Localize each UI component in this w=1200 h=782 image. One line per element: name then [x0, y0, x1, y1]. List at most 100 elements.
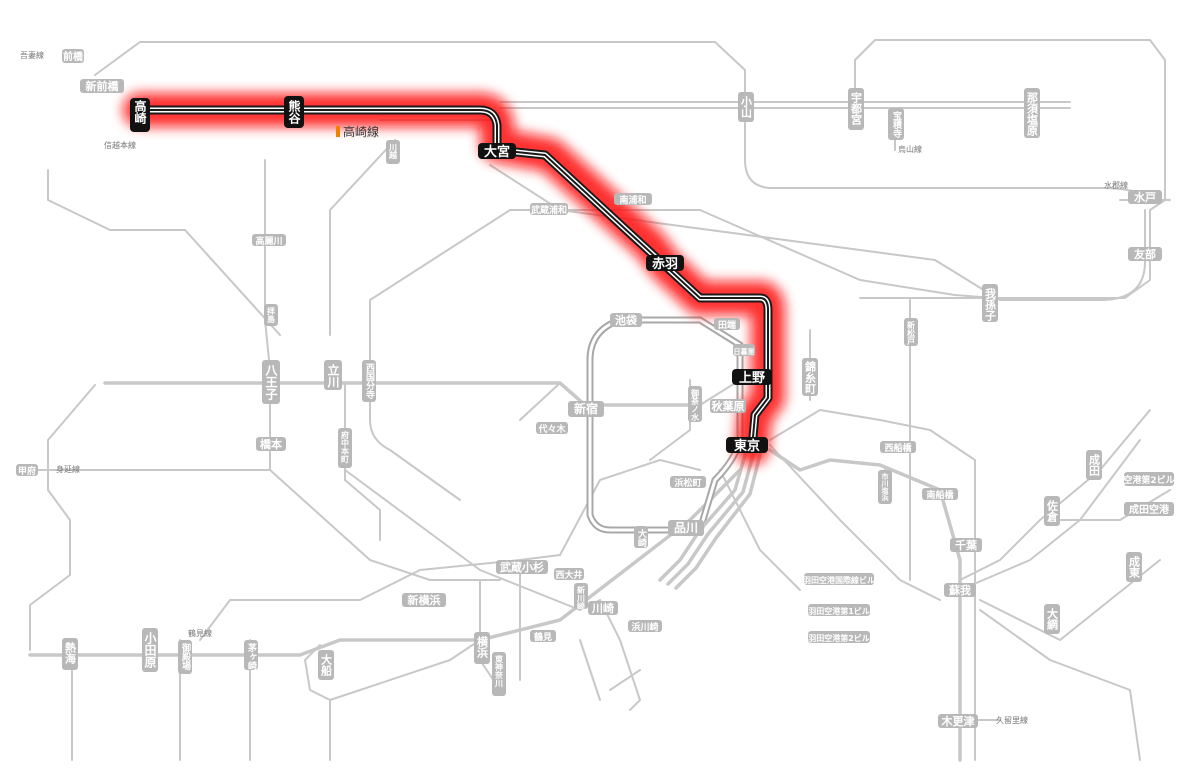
- route-station-tokyo[interactable]: 東京: [726, 437, 768, 454]
- station-haneda-t2[interactable]: 羽田空港第2ビル: [808, 631, 870, 643]
- station-label: 大網: [1046, 607, 1059, 631]
- route-station-omiya[interactable]: 大宮: [478, 143, 516, 160]
- station-tomobe[interactable]: 友部: [1128, 247, 1162, 261]
- route-station-takasaki[interactable]: 高崎: [130, 98, 150, 132]
- station-komagawa[interactable]: 高麗川: [252, 234, 286, 247]
- station-oami[interactable]: 大網: [1044, 604, 1060, 634]
- highlighted-route: [123, 93, 785, 465]
- station-minamifunabashi[interactable]: 南船橋: [922, 488, 958, 501]
- station-label: 代々木: [537, 423, 566, 435]
- station-naruto[interactable]: 成東: [1126, 552, 1142, 582]
- station-label: 赤羽: [652, 256, 678, 272]
- station-chigasaki[interactable]: 茅ヶ崎: [244, 640, 258, 671]
- station-hashimoto[interactable]: 橋本: [256, 437, 286, 451]
- station-label: 那須塩原: [1026, 92, 1040, 137]
- station-hamakawasaki[interactable]: 浜川崎: [628, 620, 662, 633]
- station-atami[interactable]: 熱海: [62, 638, 78, 670]
- station-ochanomizu[interactable]: 御茶ノ水: [688, 386, 702, 422]
- station-oyama[interactable]: 小山: [738, 92, 754, 122]
- station-label: 小山: [740, 95, 754, 119]
- station-shinkawasaki[interactable]: 新川崎: [574, 583, 588, 611]
- station-tsurumi[interactable]: 鶴見: [530, 630, 556, 643]
- station-nishifunabashi[interactable]: 西船橋: [880, 441, 916, 454]
- station-narita[interactable]: 成田: [1086, 450, 1102, 480]
- station-label: 空港第2ビル: [1123, 474, 1174, 486]
- station-soga[interactable]: 蘇我: [944, 583, 976, 597]
- station-gotemba[interactable]: 御殿場: [178, 640, 192, 674]
- station-label: 新宿: [574, 401, 598, 416]
- station-label: 秋葉原: [712, 399, 745, 413]
- station-label: 橋本: [260, 437, 282, 451]
- station-hoshakuji[interactable]: 宝積寺: [888, 108, 904, 140]
- station-akihabara[interactable]: 秋葉原: [710, 399, 746, 413]
- station-haneda-term[interactable]: 羽田空港国際線ビル: [803, 573, 875, 585]
- station-kawasaki[interactable]: 川崎: [588, 601, 618, 615]
- station-label: 立川: [326, 363, 340, 388]
- station-kofu[interactable]: 甲府: [16, 464, 38, 477]
- station-label: 成田: [1088, 453, 1101, 477]
- station-label: 日暮里: [734, 347, 755, 356]
- station-chiba[interactable]: 千葉: [950, 538, 982, 552]
- station-yokohama[interactable]: 横浜: [474, 632, 490, 664]
- station-label: 大船: [320, 653, 333, 677]
- station-label: 田端: [718, 319, 736, 331]
- station-osaki[interactable]: 大崎: [634, 526, 648, 548]
- station-ikebukuro[interactable]: 池袋: [610, 313, 642, 327]
- station-musashikosugi[interactable]: 武蔵小杉: [496, 560, 548, 574]
- station-label: 木更津: [941, 714, 975, 728]
- station-nishioi[interactable]: 西大井: [554, 568, 584, 581]
- station-kisarazu[interactable]: 木更津: [938, 714, 978, 728]
- station-tachikawa[interactable]: 立川: [324, 360, 342, 390]
- station-label: 新前橋: [86, 79, 120, 93]
- station-label: 上野: [739, 371, 765, 386]
- station-shinagawa[interactable]: 品川: [668, 520, 704, 536]
- station-nasushiobara[interactable]: 那須塩原: [1024, 88, 1040, 138]
- station-mito[interactable]: 水戸: [1128, 190, 1162, 204]
- station-haneda-t1[interactable]: 羽田空港第1ビル: [808, 604, 870, 616]
- station-shinmatsudo[interactable]: 新松戸: [904, 318, 918, 346]
- station-label: 川越: [388, 143, 398, 160]
- station-label: 西大井: [555, 569, 582, 581]
- station-label: 羽田空港国際線ビル: [803, 575, 875, 585]
- station-label: 成田空港: [1129, 503, 1170, 516]
- label-karasuyama: 烏山線: [898, 144, 922, 154]
- route-station-akabane[interactable]: 赤羽: [646, 255, 684, 272]
- station-hachioji[interactable]: 八王子: [262, 360, 280, 404]
- station-label: 千葉: [955, 538, 978, 552]
- station-shinyokohama[interactable]: 新横浜: [402, 593, 446, 607]
- station-minamiurawa[interactable]: 南浦和: [614, 193, 652, 206]
- station-shinmaebashi[interactable]: 新前橋: [80, 79, 124, 93]
- station-kinshicho[interactable]: 錦糸町: [802, 358, 818, 396]
- station-label: 高麗川: [255, 235, 282, 247]
- station-sakura[interactable]: 佐倉: [1044, 496, 1060, 526]
- station-utsunomiya[interactable]: 宇都宮: [848, 88, 864, 130]
- station-label: 新松戸: [907, 320, 916, 346]
- station-airport2[interactable]: 空港第2ビル: [1123, 472, 1175, 486]
- station-nishikokubunji[interactable]: 西国分寺: [362, 360, 376, 402]
- station-naritaairport[interactable]: 成田空港: [1124, 502, 1174, 516]
- station-odawara[interactable]: 小田原: [142, 628, 158, 672]
- route-station-ueno[interactable]: 上野: [732, 369, 772, 386]
- station-ichikawashiohama[interactable]: 市川塩浜: [878, 470, 892, 504]
- station-haijima[interactable]: 拝島: [264, 304, 278, 326]
- station-label: 大崎: [636, 528, 647, 548]
- station-maebashi[interactable]: 前橋: [62, 49, 84, 63]
- station-label: 羽田空港第2ビル: [808, 633, 870, 643]
- station-kawagoe[interactable]: 川越: [386, 140, 400, 164]
- station-shinjuku[interactable]: 新宿: [568, 401, 604, 417]
- station-hamamatsucho[interactable]: 浜松町: [670, 476, 706, 489]
- station-label: 横浜: [476, 635, 489, 659]
- station-ofuna[interactable]: 大船: [318, 650, 334, 680]
- station-nippori[interactable]: 日暮里: [733, 344, 755, 356]
- station-yoyogi[interactable]: 代々木: [536, 422, 568, 435]
- station-label: 甲府: [18, 465, 36, 477]
- station-musashiurawa[interactable]: 武蔵浦和: [530, 203, 568, 216]
- station-tabata[interactable]: 田端: [714, 318, 740, 331]
- station-label: 東京: [734, 438, 760, 454]
- station-abiko[interactable]: 我孫子: [982, 284, 998, 322]
- station-label: 浜松町: [674, 477, 701, 489]
- route-station-kumagaya[interactable]: 熊谷: [284, 96, 304, 128]
- station-higashikanagawa[interactable]: 東神奈川: [492, 652, 506, 696]
- station-fuchuhommachi[interactable]: 府中本町: [338, 428, 352, 468]
